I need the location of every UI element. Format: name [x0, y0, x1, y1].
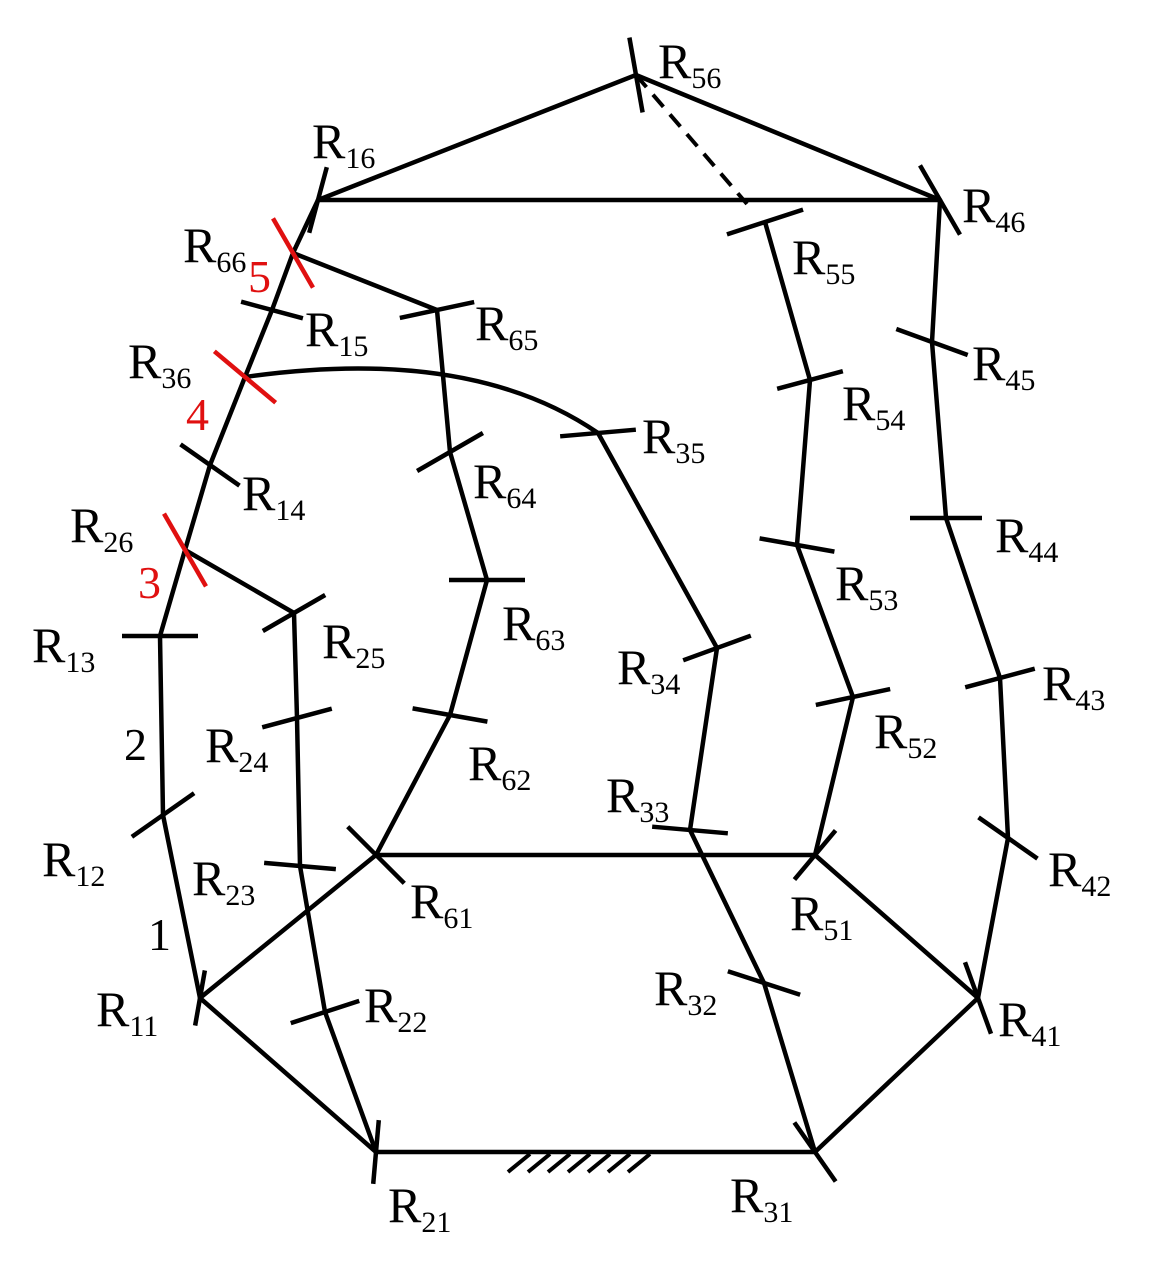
link-chain-4: [929, 199, 1011, 999]
joint-mark-r46: [918, 164, 962, 236]
joint-label-r53: R53: [835, 555, 898, 617]
joint-label-r13: R13: [32, 617, 95, 679]
joint-label-r52: R52: [874, 703, 937, 765]
joint-label-r56: R56: [658, 33, 721, 95]
joint-mark-r15: [240, 299, 304, 321]
joint-mark-r26: [162, 512, 208, 588]
joint-mark-r62: [412, 706, 488, 724]
link-base-ring: [198, 852, 981, 1155]
ground-hatch-line: [566, 1152, 592, 1174]
joint-label-r41: R41: [998, 991, 1061, 1053]
joint-mark-r31: [792, 1121, 838, 1183]
loop-number-1: 1: [148, 909, 171, 960]
joint-label-r63: R63: [502, 595, 565, 657]
joint-label-r11: R11: [96, 981, 158, 1043]
joint-mark-r64: [415, 431, 485, 473]
joint-label-r22: R22: [364, 977, 427, 1039]
joint-label-r26: R26: [70, 497, 133, 559]
ground-hatch-line: [526, 1152, 552, 1174]
joint-label-r34: R34: [617, 639, 680, 701]
joint-label-r51: R51: [790, 885, 853, 947]
link-dashed-r56-r55: [634, 73, 749, 206]
joint-mark-r12: [130, 791, 196, 839]
link-chain-6: [292, 250, 490, 857]
joint-mark-r51: [792, 829, 838, 881]
joint-label-r43: R43: [1042, 655, 1105, 717]
joint-mark-r65: [399, 299, 475, 321]
joint-mark-r14: [179, 442, 241, 488]
joint-marks: [122, 37, 1039, 1185]
joint-label-r65: R65: [475, 295, 538, 357]
joint-mark-r55: [726, 207, 804, 237]
joint-label-r35: R35: [642, 408, 705, 470]
joint-mark-r41: [962, 961, 994, 1035]
joint-mark-r45: [895, 326, 969, 358]
ground-hatch-line: [546, 1152, 572, 1174]
joint-mark-r36: [212, 349, 278, 405]
joint-label-r21: R21: [388, 1177, 451, 1239]
link-chain-2: [183, 548, 379, 1153]
joint-label-r62: R62: [468, 735, 531, 797]
joint-label-r54: R54: [842, 375, 905, 437]
joint-mark-r33: [651, 824, 729, 836]
joint-mark-r54: [776, 369, 844, 391]
link-chain-5: [762, 221, 856, 856]
joint-mark-r53: [759, 536, 835, 554]
joint-label-r23: R23: [192, 850, 255, 912]
joint-mark-r34: [682, 633, 752, 663]
ground-hatch-line: [626, 1152, 652, 1174]
joint-label-r44: R44: [995, 507, 1058, 569]
joint-label-r61: R61: [410, 873, 473, 935]
loop-number-2: 2: [124, 719, 147, 770]
joint-label-r45: R45: [972, 335, 1035, 397]
joint-label-r32: R32: [654, 960, 717, 1022]
joint-label-r42: R42: [1048, 841, 1111, 903]
joint-mark-r52: [815, 686, 891, 708]
joint-label-r15: R15: [305, 301, 368, 363]
link-arc-r35-r36: [244, 366, 600, 435]
joint-label-r16: R16: [312, 113, 375, 175]
joint-mark-r35: [559, 427, 637, 439]
joint-mark-r16: [307, 166, 329, 234]
joint-mark-r21: [370, 1119, 382, 1185]
loop-numbers: 1 2 3 4 5: [124, 251, 271, 960]
joint-mark-r66: [271, 217, 315, 289]
joint-label-r31: R31: [730, 1167, 793, 1229]
joint-mark-r25: [261, 593, 327, 633]
joint-label-r66: R66: [183, 217, 246, 279]
joint-label-r12: R12: [42, 831, 105, 893]
joint-mark-r32: [727, 969, 801, 997]
joint-mark-r43: [964, 666, 1036, 690]
joint-label-r24: R24: [205, 717, 268, 779]
joint-label-r25: R25: [322, 613, 385, 675]
joint-label-r14: R14: [242, 465, 305, 527]
loop-number-4: 4: [186, 389, 209, 440]
ground-hatch: [506, 1152, 652, 1174]
joint-mark-r22: [290, 998, 360, 1026]
ground-hatch-line: [506, 1152, 532, 1174]
joint-label-r36: R36: [128, 333, 191, 395]
joint-label-r46: R46: [962, 177, 1025, 239]
joint-mark-r23: [263, 860, 337, 872]
joint-label-r64: R64: [473, 453, 536, 515]
loop-number-3: 3: [138, 557, 161, 608]
joint-label-r33: R33: [606, 767, 669, 829]
joint-label-r55: R55: [792, 229, 855, 291]
joint-mark-r42: [977, 815, 1039, 861]
loop-number-5: 5: [248, 251, 271, 302]
joint-mark-r61: [346, 825, 406, 885]
joint-mark-r24: [261, 706, 333, 730]
ground-hatch-line: [606, 1152, 632, 1174]
link-top-triangle: [317, 72, 943, 203]
ground-hatch-line: [586, 1152, 612, 1174]
joint-mark-r11: [192, 970, 208, 1026]
joint-mark-r56: [627, 37, 645, 113]
